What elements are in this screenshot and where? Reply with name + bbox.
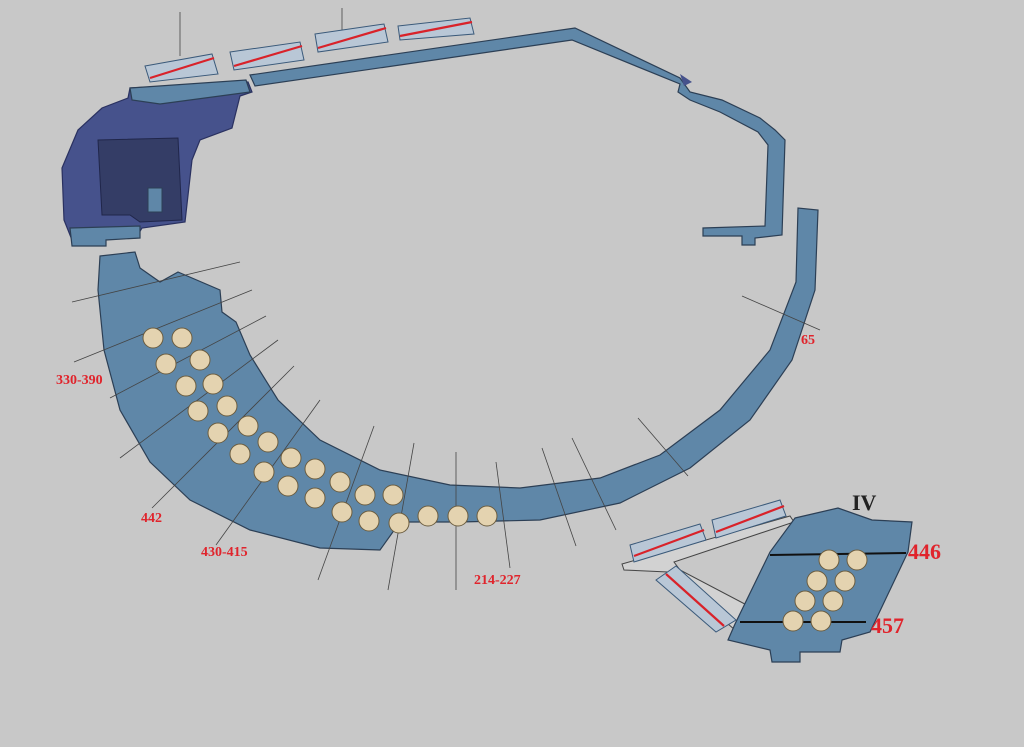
upper-rail [249,27,786,246]
label-330-390: 330-390 [56,373,103,388]
detail-roller-1 [629,523,707,563]
label-457: 457 [871,613,904,638]
ball [354,484,376,506]
ball [202,373,224,395]
ball [358,510,380,532]
detail-roller-2 [711,499,787,539]
upper-housing-cap [129,79,251,105]
ball [237,415,259,437]
ball [189,349,211,371]
leader-right-a [541,447,577,547]
ball [171,327,193,349]
lower-crescent-hull [97,207,819,551]
ball [417,505,439,527]
upper-housing-slot [147,187,163,213]
ball [476,505,498,527]
top-roller-2 [229,41,305,71]
top-roller-4 [397,17,475,41]
rail-notch [680,74,692,86]
ball [810,610,832,632]
ball [304,487,326,509]
upper-housing-foot [69,225,141,247]
detail-roller-3 [655,565,737,633]
ball [782,610,804,632]
ball [207,422,229,444]
label-442: 442 [141,511,162,526]
ball-group [142,327,498,534]
ball [846,549,868,571]
detail-ball-group [782,549,868,632]
ball [818,549,840,571]
ball [388,512,410,534]
detail-line-446 [769,552,907,556]
ball [331,501,353,523]
upper-housing-inner [97,137,183,223]
leader-330-390-a [71,261,241,303]
leader-65 [741,295,821,331]
ball [142,327,164,349]
label-446: 446 [908,539,941,564]
leader-right-b [571,437,617,531]
ball [155,353,177,375]
ball [277,475,299,497]
leader-330-390-b [73,289,253,363]
ball [175,375,197,397]
ball [280,447,302,469]
ball [822,590,844,612]
ball [834,570,856,592]
top-roller-3 [314,23,389,53]
label-214-227: 214-227 [474,573,521,588]
ball [447,505,469,527]
leader-442-a [119,339,279,459]
leader-214-227 [495,461,511,569]
ball [382,484,404,506]
detail-tray [621,515,795,631]
ball [794,590,816,612]
ball [257,431,279,453]
ball [806,570,828,592]
leader-right-c [637,417,689,477]
label-430-415: 430-415 [201,545,248,560]
ball [229,443,251,465]
ball [304,458,326,480]
ball [329,471,351,493]
leader-330-390-c [109,315,267,399]
label-65: 65 [801,333,815,348]
ball [216,395,238,417]
ball [253,461,275,483]
top-roller-1 [144,53,219,83]
ball [187,400,209,422]
label-iv: IV [852,490,877,515]
